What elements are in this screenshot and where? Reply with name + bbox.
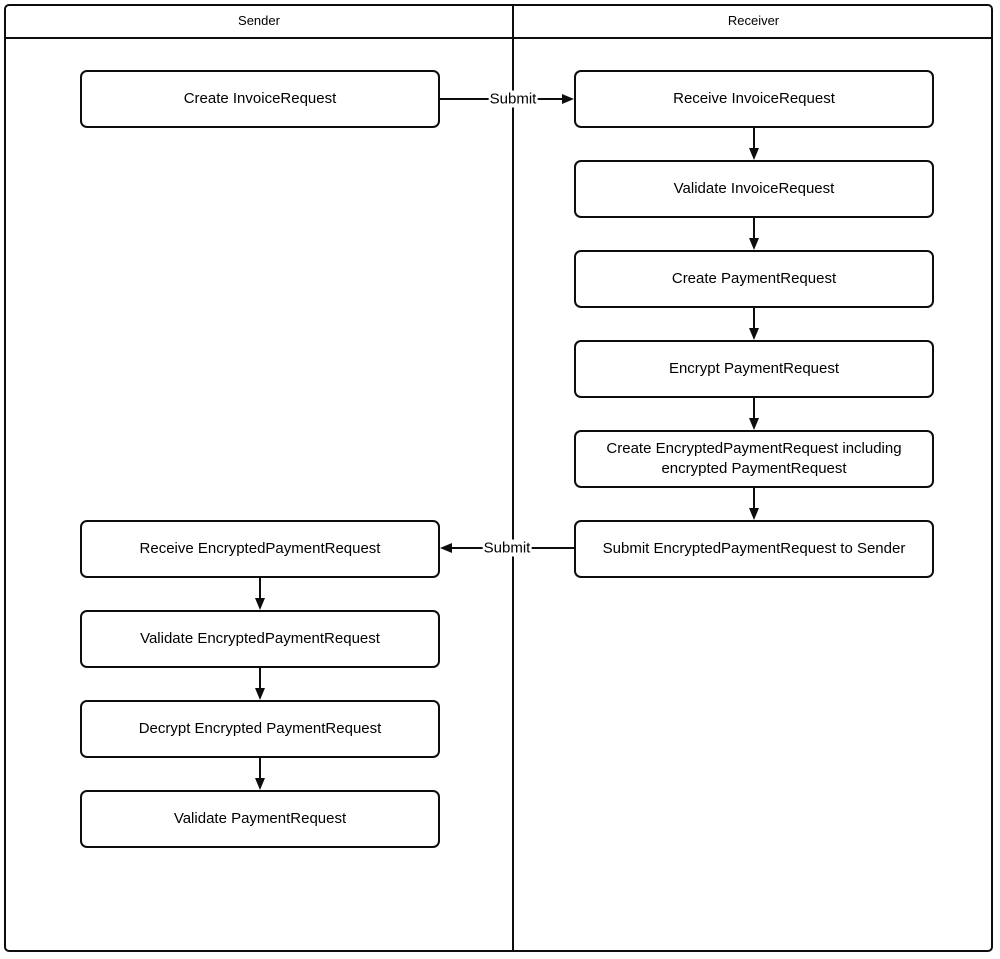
lane-divider: [512, 4, 514, 952]
lane-header-sender: Sender: [238, 13, 280, 28]
node-receive-invoicerequest: Receive InvoiceRequest: [574, 70, 934, 128]
node-validate-invoicerequest: Validate InvoiceRequest: [574, 160, 934, 218]
lane-header-separator: [4, 37, 993, 39]
node-create-encryptedpaymentrequest-including: Create EncryptedPaymentRequest including…: [574, 430, 934, 488]
edge-label-submit-invoicerequest: Submit: [488, 90, 538, 108]
node-receive-encryptedpaymentrequest: Receive EncryptedPaymentRequest: [80, 520, 440, 578]
edge-label-submit-encryptedpaymentrequest: Submit: [482, 539, 532, 557]
diagram-frame: [4, 4, 993, 952]
node-create-paymentrequest: Create PaymentRequest: [574, 250, 934, 308]
node-submit-encryptedpaymentrequest-to-sender: Submit EncryptedPaymentRequest to Sender: [574, 520, 934, 578]
node-encrypt-paymentrequest: Encrypt PaymentRequest: [574, 340, 934, 398]
node-decrypt-encrypted-paymentrequest: Decrypt Encrypted PaymentRequest: [80, 700, 440, 758]
node-create-invoicerequest: Create InvoiceRequest: [80, 70, 440, 128]
node-validate-encryptedpaymentrequest: Validate EncryptedPaymentRequest: [80, 610, 440, 668]
lane-header-receiver: Receiver: [727, 13, 780, 28]
node-validate-paymentrequest: Validate PaymentRequest: [80, 790, 440, 848]
